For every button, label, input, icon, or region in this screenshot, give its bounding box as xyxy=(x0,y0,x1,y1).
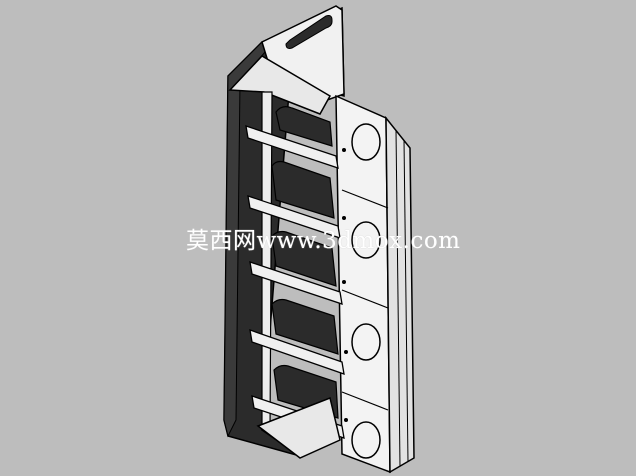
window-4 xyxy=(271,298,339,355)
top-slot xyxy=(285,15,333,49)
slot-windows xyxy=(271,106,339,419)
pin-holes xyxy=(342,148,348,422)
upper-gusset xyxy=(228,55,332,115)
hole-1 xyxy=(351,123,381,161)
hole-3 xyxy=(351,323,381,361)
rib-2 xyxy=(247,195,341,239)
hole-4 xyxy=(351,421,381,459)
rib-4 xyxy=(249,329,345,375)
bottom-gusset xyxy=(256,396,341,459)
rib-1 xyxy=(245,125,339,169)
rib-3 xyxy=(249,261,343,305)
front-holes xyxy=(351,123,381,459)
hole-2 xyxy=(351,221,381,259)
window-3 xyxy=(271,230,337,287)
window-1 xyxy=(275,106,333,147)
watermark-text: 莫西网www.3dmox.com xyxy=(186,228,461,254)
front-dividers xyxy=(341,189,389,411)
side-edge xyxy=(385,115,415,474)
window-2 xyxy=(271,160,335,219)
